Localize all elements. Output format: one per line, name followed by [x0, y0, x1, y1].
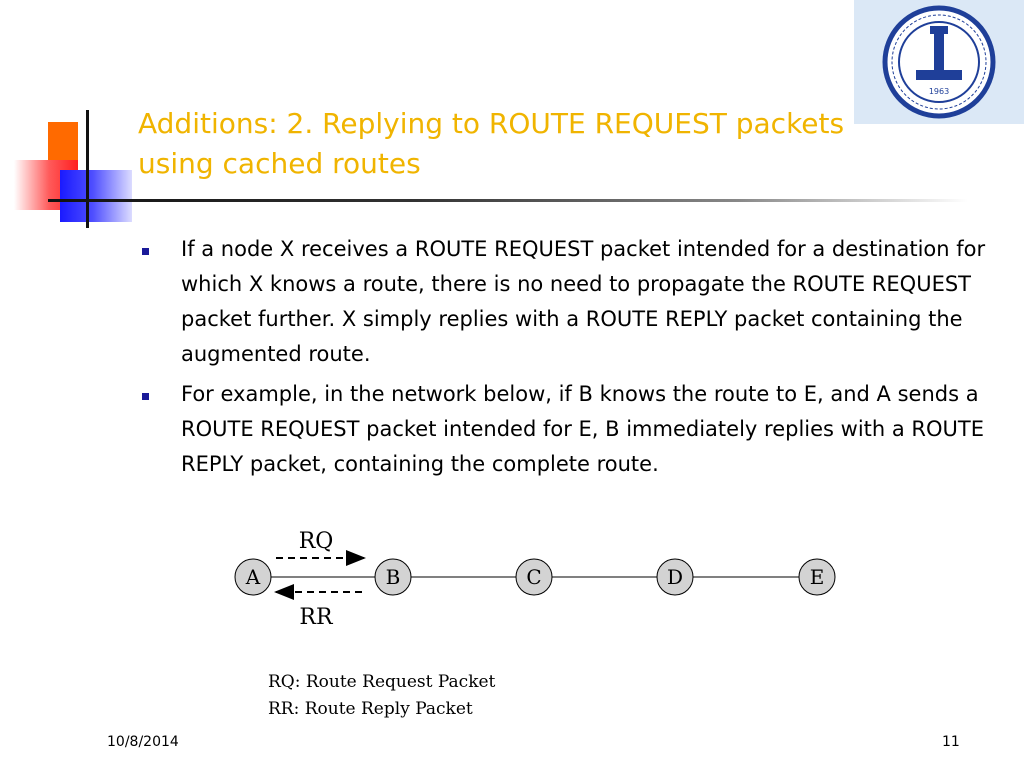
node-a: A [234, 558, 272, 596]
bullet-text: If a node X receives a ROUTE REQUEST pac… [181, 237, 986, 366]
slide-title-line-2: using cached routes [138, 147, 421, 180]
footer-date: 10/8/2014 [107, 734, 179, 750]
decor-vertical-line [86, 110, 89, 228]
title-underline [48, 199, 968, 202]
decor-blue-square [60, 170, 132, 222]
legend-rr: RR: Route Reply Packet [268, 699, 473, 719]
node-b-label: B [386, 565, 401, 589]
node-d-label: D [667, 565, 683, 589]
bullet-square-icon [142, 248, 149, 255]
bullet-square-icon [142, 393, 149, 400]
legend-rq: RQ: Route Request Packet [268, 672, 496, 692]
slide-title: Additions: 2. Replying to ROUTE REQUEST … [138, 104, 928, 184]
rr-label: RR [299, 605, 334, 630]
node-d: D [656, 558, 694, 596]
bullet-text: For example, in the network below, if B … [181, 382, 985, 476]
network-diagram: RQ RR A B C D E RQ: Route Request Packet… [234, 529, 836, 719]
page-number: 11 [942, 734, 960, 750]
slide-title-line-1: Additions: 2. Replying to ROUTE REQUEST … [138, 107, 845, 140]
node-c: C [515, 558, 553, 596]
bullet-item: If a node X receives a ROUTE REQUEST pac… [142, 232, 1002, 372]
decor-orange-square [48, 122, 78, 162]
rq-label: RQ [299, 529, 334, 554]
node-c-label: C [526, 565, 541, 589]
bullet-item: For example, in the network below, if B … [142, 377, 1002, 482]
university-seal-icon: 1963 [882, 5, 996, 119]
node-a-label: A [245, 565, 261, 589]
node-e: E [798, 558, 836, 596]
university-logo: 1963 [854, 0, 1024, 124]
logo-year: 1963 [929, 87, 949, 96]
bullet-list: If a node X receives a ROUTE REQUEST pac… [142, 232, 1002, 487]
node-b: B [374, 558, 412, 596]
node-e-label: E [810, 565, 825, 589]
